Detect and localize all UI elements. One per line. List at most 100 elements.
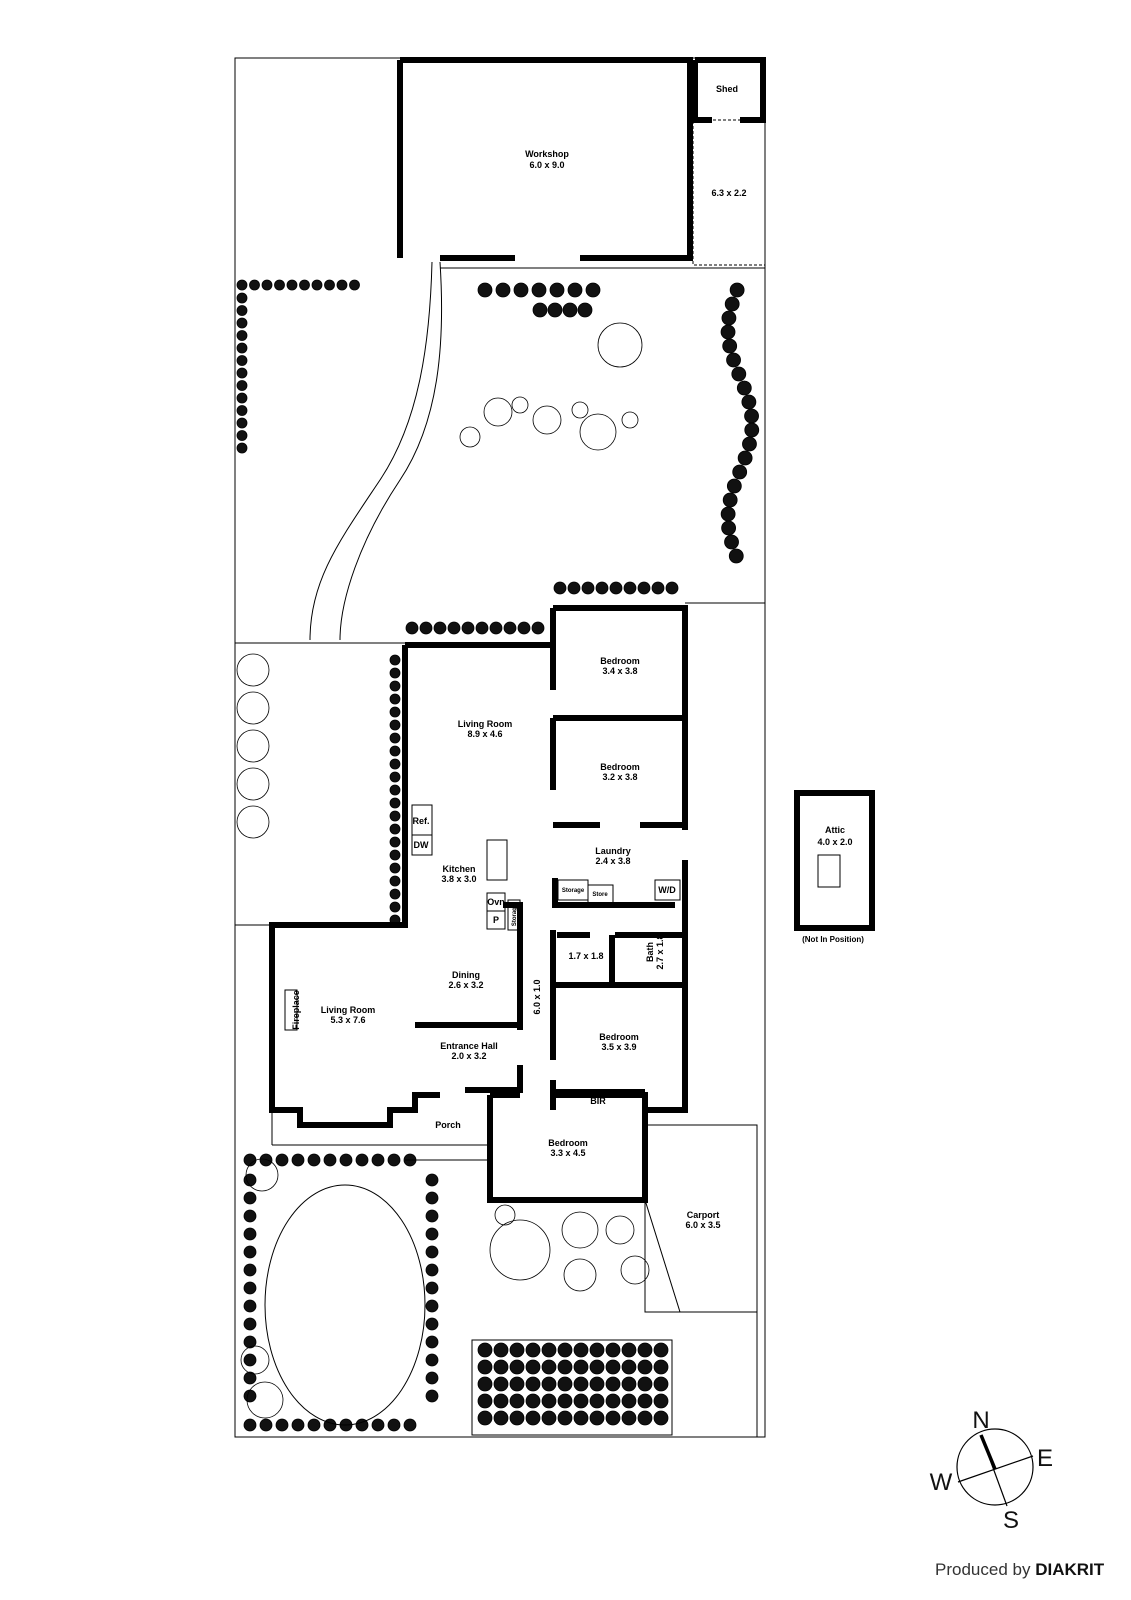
plant [236, 767, 270, 801]
living-front-label: Living Room [321, 1005, 376, 1015]
plant [259, 1153, 273, 1167]
plant [741, 394, 757, 410]
plant [541, 1393, 557, 1409]
plant [243, 1263, 257, 1277]
fixtures-drawn [284, 804, 841, 1031]
plant [311, 279, 323, 291]
carport-outline [644, 1124, 758, 1313]
plant [323, 1418, 337, 1432]
plant [585, 282, 601, 298]
plant [567, 581, 581, 595]
plant [621, 411, 639, 429]
plant [389, 810, 401, 822]
plant [236, 430, 248, 441]
plant [525, 1342, 541, 1358]
kitchen-label: Kitchen [442, 864, 475, 874]
plant [236, 805, 270, 839]
plant [243, 1353, 257, 1367]
plant [557, 1359, 573, 1375]
plant [557, 1410, 573, 1426]
plant [403, 1418, 417, 1432]
entrance-dims: 2.0 x 3.2 [451, 1051, 486, 1061]
plant [243, 1335, 257, 1349]
bedroom3-dims: 3.5 x 3.9 [601, 1042, 636, 1052]
plant [389, 693, 401, 705]
plant [477, 1410, 493, 1426]
attic-dims: 4.0 x 2.0 [817, 837, 852, 847]
plant [726, 352, 741, 368]
dining-label: Dining [452, 970, 480, 980]
plant [541, 1410, 557, 1426]
plant [259, 1418, 273, 1432]
plant [307, 1418, 321, 1432]
hall-dims: 6.0 x 1.0 [532, 979, 542, 1014]
plant [509, 1376, 525, 1392]
plant [349, 279, 360, 291]
plant [389, 745, 401, 757]
plant [637, 1393, 653, 1409]
plant [637, 1376, 653, 1392]
plant [531, 621, 545, 635]
plant [621, 1393, 637, 1409]
plant [246, 1381, 284, 1419]
plant [389, 823, 401, 835]
plant [243, 1281, 257, 1295]
plant [493, 1393, 509, 1409]
plant [389, 797, 401, 809]
path [309, 261, 433, 641]
bath-dims: 2.7 x 1.8 [655, 934, 665, 969]
plant [729, 282, 745, 298]
plant [243, 1227, 257, 1241]
dw-label: DW [414, 840, 429, 850]
plant [720, 506, 736, 522]
plant [724, 296, 740, 312]
attic-note: (Not In Position) [802, 935, 864, 944]
plant [509, 1342, 525, 1358]
plant [389, 654, 401, 666]
plant [324, 279, 335, 291]
laundry-dims: 2.4 x 3.8 [595, 856, 630, 866]
plant [621, 1342, 637, 1358]
bedroom2-label: Bedroom [600, 762, 640, 772]
plant [557, 1376, 573, 1392]
plant [261, 279, 273, 291]
plant [726, 478, 742, 494]
storage-kitchen-label: Storage [512, 903, 518, 926]
north-needle [979, 1434, 997, 1470]
plant [291, 1153, 305, 1167]
plant [447, 621, 461, 635]
plant [405, 621, 419, 635]
plant [236, 405, 248, 416]
plant [249, 279, 260, 291]
plant [579, 413, 617, 451]
living-front-dims: 5.3 x 7.6 [330, 1015, 365, 1025]
plant [275, 1153, 289, 1167]
plant [425, 1389, 439, 1403]
compass-s: S [1003, 1507, 1019, 1534]
plant [389, 836, 401, 848]
plant [477, 1342, 493, 1358]
plant [573, 1410, 589, 1426]
plant [541, 1376, 557, 1392]
bedroom1-dims: 3.4 x 3.8 [602, 666, 637, 676]
plant [721, 520, 737, 536]
plant [595, 581, 609, 595]
plant [621, 1410, 637, 1426]
plant [275, 1418, 289, 1432]
storage-laundry-label: Storage [562, 888, 585, 894]
plant [475, 621, 489, 635]
plant [532, 302, 548, 318]
plant [744, 422, 760, 438]
plant [637, 1342, 653, 1358]
plant [722, 492, 738, 508]
laundry-label: Laundry [595, 846, 631, 856]
plant [742, 436, 757, 452]
plant [531, 282, 547, 298]
attic-label: Attic [825, 825, 845, 835]
plant [236, 653, 270, 687]
plant [425, 1371, 439, 1385]
plant [605, 1393, 621, 1409]
plant [511, 396, 529, 414]
plant [732, 464, 748, 480]
plant [243, 1299, 257, 1313]
